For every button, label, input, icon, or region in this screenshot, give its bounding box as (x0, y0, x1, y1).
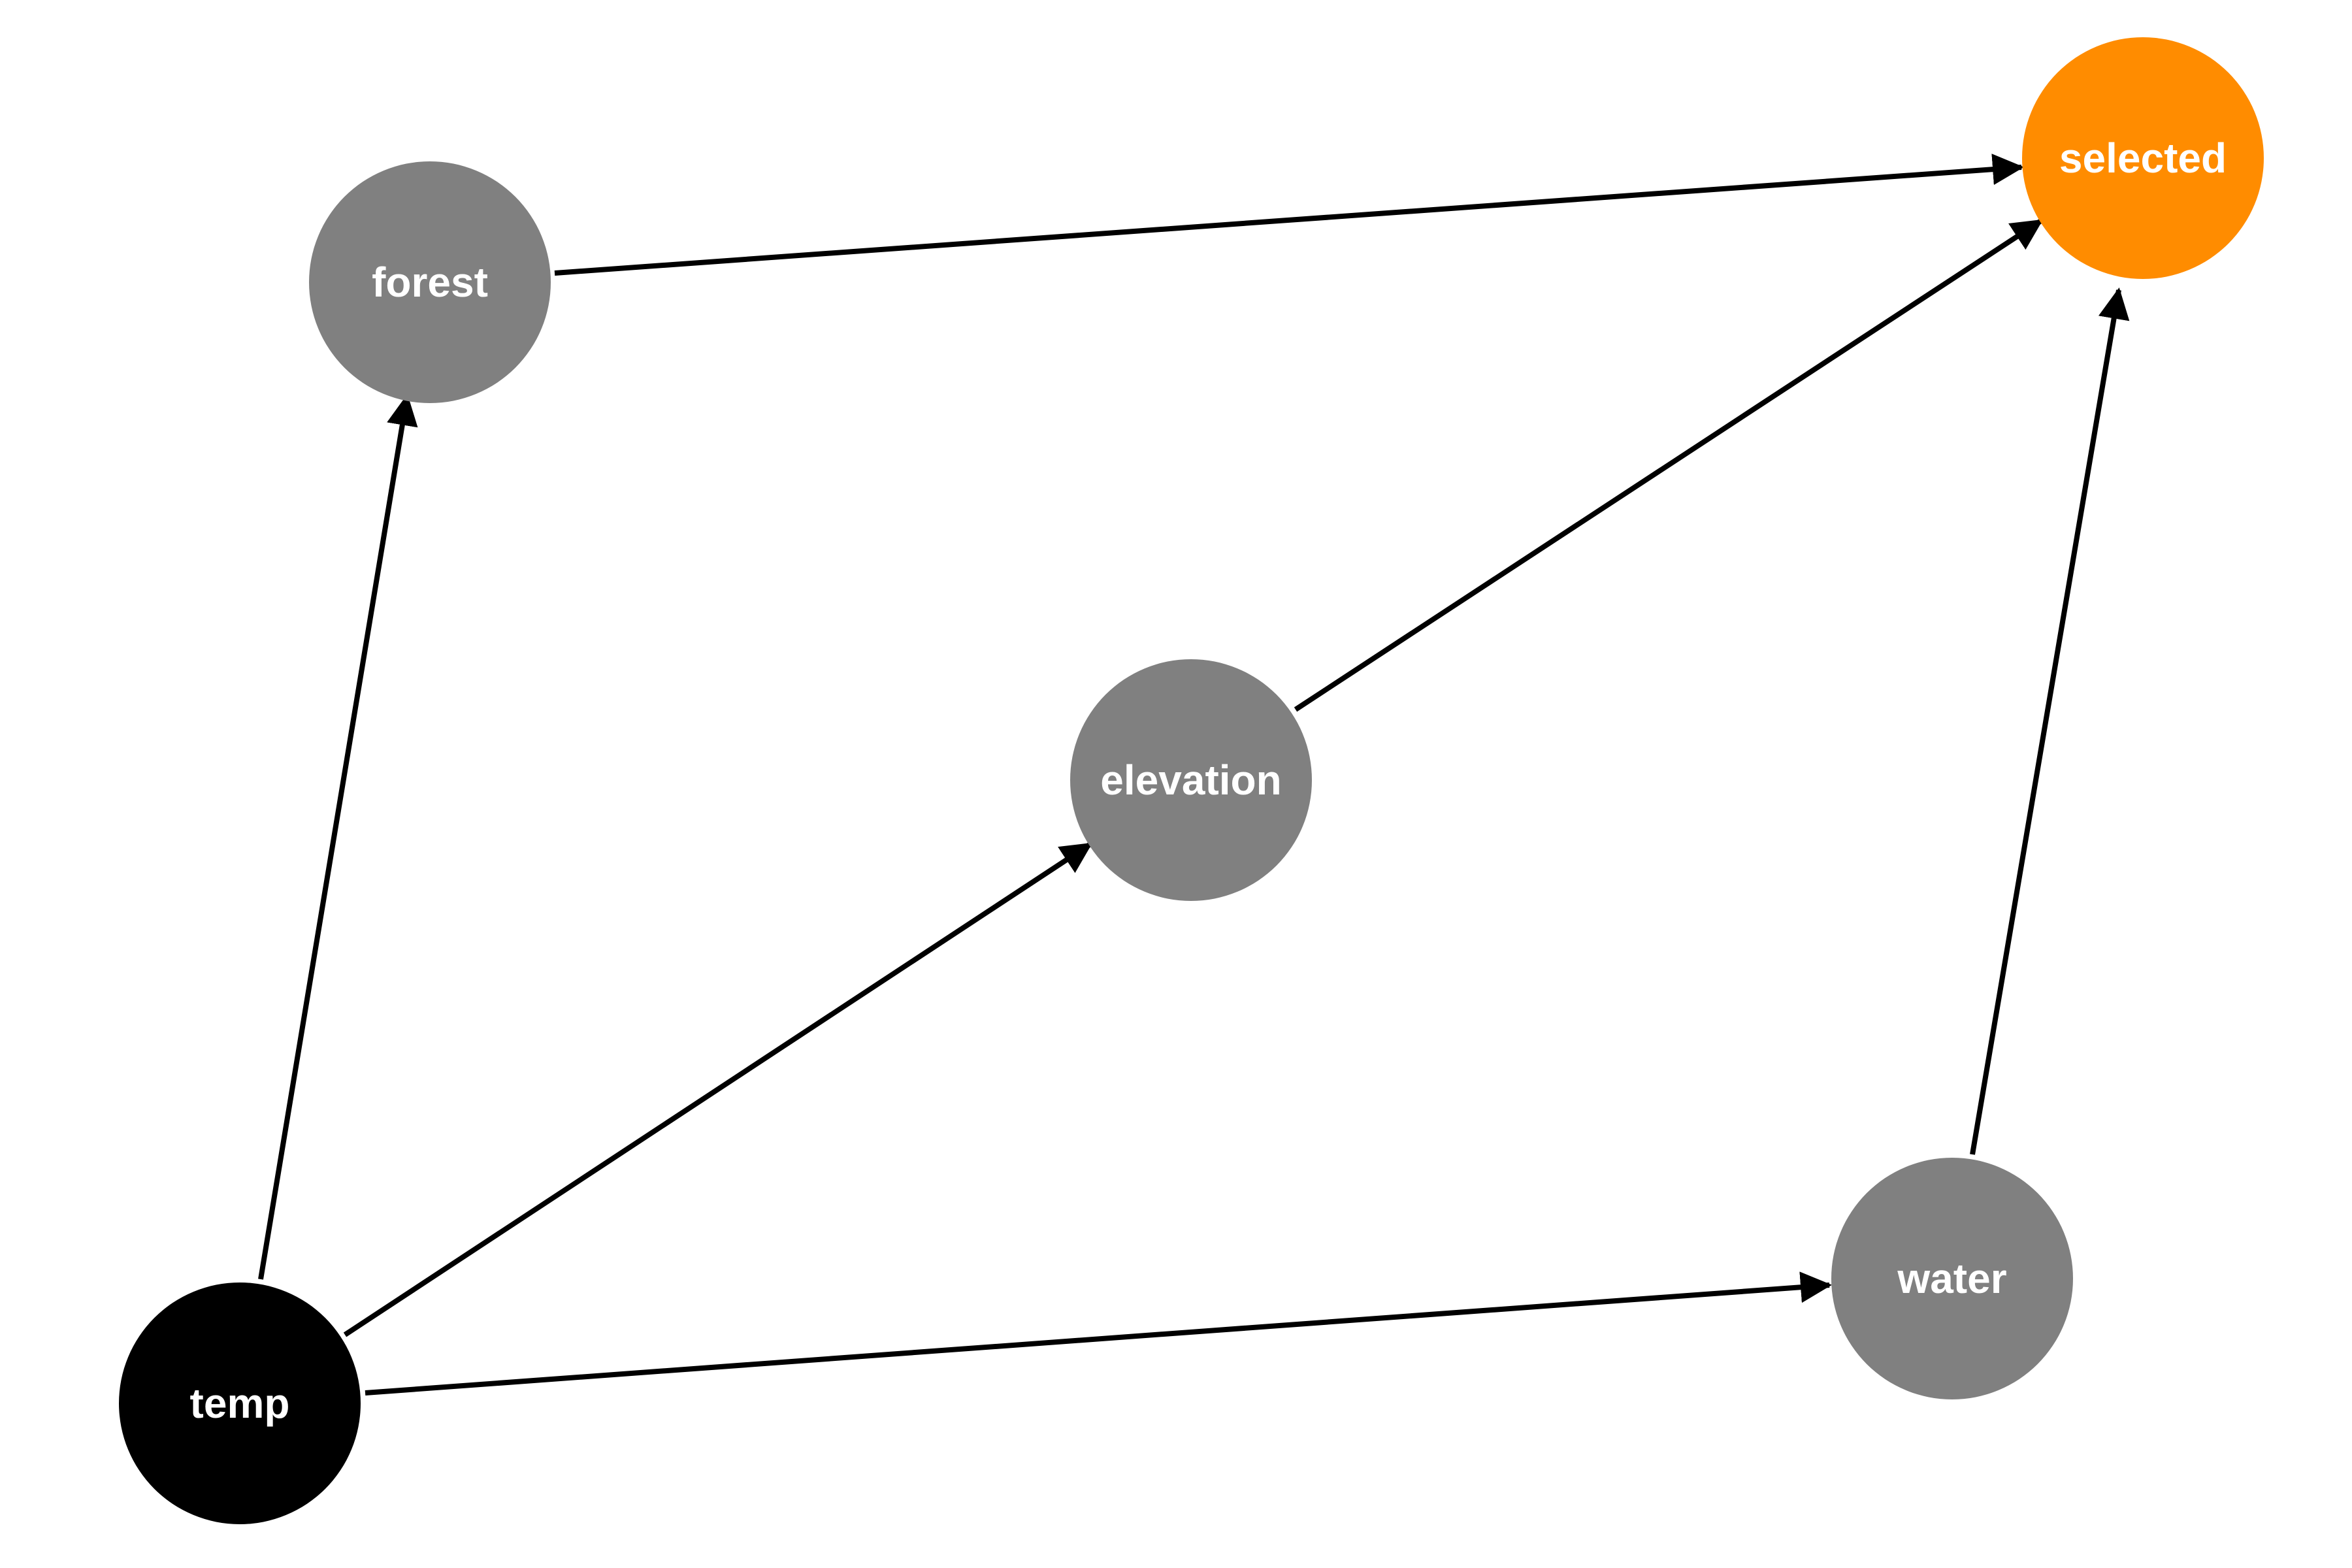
edge-forest-to-selected (554, 154, 2024, 276)
edge-temp-to-water (365, 1271, 1832, 1396)
edge-water-to-selected (1970, 287, 2130, 1155)
nodes-group: forest selected elevation water temp (119, 37, 2264, 1524)
node-selected[interactable]: selected (2022, 37, 2264, 279)
edges-group (258, 154, 2130, 1396)
node-selected-label: selected (2059, 135, 2227, 182)
node-temp-circle (119, 1282, 361, 1524)
node-forest[interactable]: forest (309, 161, 551, 403)
edge-temp-to-forest (258, 394, 418, 1280)
node-forest-circle (309, 161, 551, 403)
node-elevation[interactable]: elevation (1070, 659, 1312, 901)
node-forest-label: forest (372, 259, 488, 306)
node-temp-label: temp (190, 1380, 290, 1427)
node-temp[interactable]: temp (119, 1282, 361, 1524)
node-elevation-label: elevation (1100, 757, 1281, 804)
node-water[interactable]: water (1831, 1158, 2073, 1399)
edge-elevation-to-selected (1294, 218, 2044, 712)
edge-temp-to-elevation (343, 841, 1093, 1337)
node-elevation-circle (1070, 659, 1312, 901)
node-selected-circle (2022, 37, 2264, 279)
node-water-circle (1831, 1158, 2073, 1399)
node-water-label: water (1897, 1255, 2006, 1302)
